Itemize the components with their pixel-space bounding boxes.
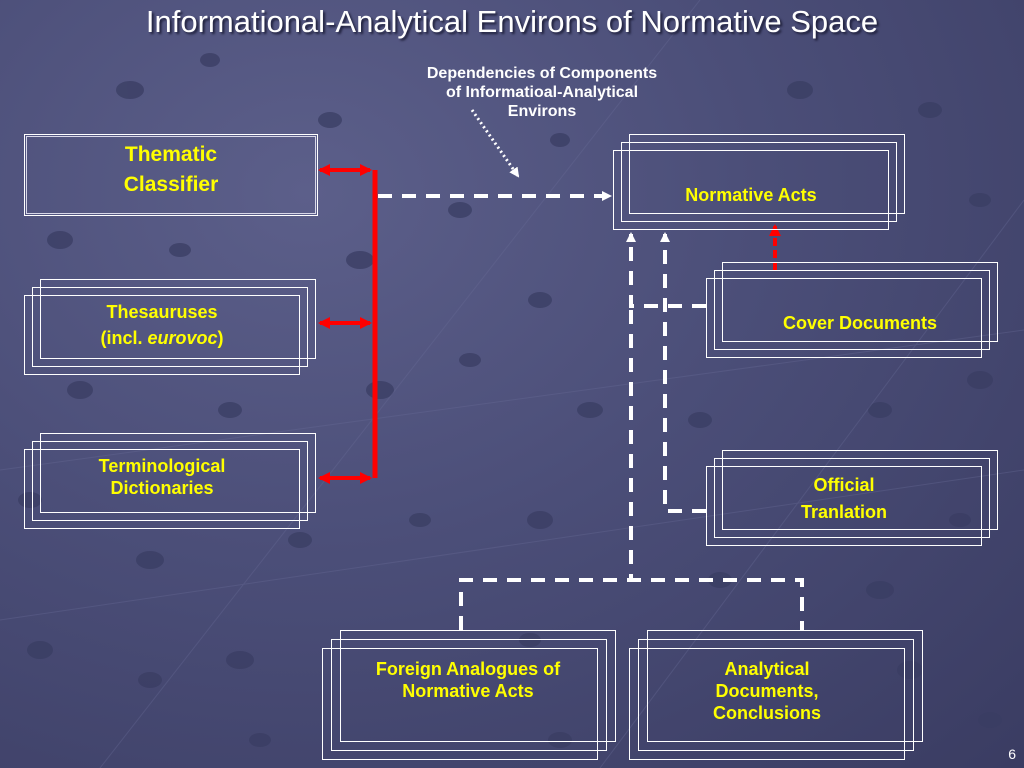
box-frame [24, 134, 318, 216]
box-frame-back [722, 262, 998, 342]
box-frame-inner [26, 136, 316, 214]
thesauruses-line-1: Thesauruses [106, 302, 218, 322]
official-translation-label: Official Tranlation [706, 472, 982, 526]
dependencies-annotation: Dependencies of Components of Informatio… [392, 64, 692, 121]
official-line-1: Official [813, 475, 875, 495]
box-frame-front [629, 648, 905, 760]
box-frame-mid [638, 639, 914, 751]
analytical-line-3: Conclusions [712, 703, 821, 723]
thesauruses-label: Thesauruses (incl. eurovoc) [24, 299, 300, 351]
box-frame-mid [714, 458, 990, 538]
box-frame-mid [32, 287, 308, 367]
normative-acts-box[interactable]: Normative Acts [613, 134, 907, 232]
box-frame-front [706, 278, 982, 358]
thematic-line-1: Thematic [124, 143, 218, 166]
thesauruses-line-2: (incl. eurovoc) [24, 325, 300, 351]
box-frame-back [340, 630, 616, 742]
official-translation-box[interactable]: Official Tranlation [706, 450, 1000, 548]
box-frame-mid [714, 270, 990, 350]
thesauruses-box[interactable]: Thesauruses (incl. eurovoc) [24, 279, 318, 377]
box-frame-front [24, 449, 300, 529]
annotation-line-3: Environs [507, 103, 577, 120]
box-frame-back [40, 433, 316, 513]
thematic-classifier-box[interactable]: Thematic Classifier [24, 134, 318, 216]
thesauruses-line-2-italic: eurovoc [147, 328, 218, 348]
terminological-line-2: Dictionaries [110, 478, 214, 498]
analytical-line-2: Documents, [715, 681, 819, 701]
annotation-line-2: of Informatioal-Analytical [445, 84, 639, 101]
slide-title: Informational-Analytical Environs of Nor… [145, 4, 879, 39]
analytical-documents-label: Analytical Documents, Conclusions [629, 658, 905, 724]
box-frame-mid [621, 142, 897, 222]
page-number: 6 [1008, 746, 1016, 762]
thesauruses-line-2-prefix: (incl. [100, 328, 148, 348]
box-frame-front [24, 295, 300, 375]
foreign-line-2: Normative Acts [402, 681, 534, 701]
cover-documents-label: Cover Documents [782, 313, 938, 333]
box-frame-back [40, 279, 316, 359]
annotation-line-1: Dependencies of Components [426, 65, 658, 82]
annotation-dotted-arrow [470, 109, 520, 178]
normative-acts-label: Normative Acts [685, 185, 817, 205]
lower-bracket-dashed [459, 578, 804, 630]
thesauruses-line-2-suffix: ) [217, 328, 224, 348]
box-frame-front [613, 150, 889, 230]
box-frame-back [722, 450, 998, 530]
box-frame-mid [32, 441, 308, 521]
foreign-analogues-label: Foreign Analogues of Normative Acts [336, 658, 600, 702]
analytical-documents-box[interactable]: Analytical Documents, Conclusions [629, 630, 923, 760]
official-to-normative-dashed [660, 232, 706, 513]
box-frame-back [647, 630, 923, 742]
thematic-line-2: Classifier [123, 173, 219, 196]
terminological-label: Terminological Dictionaries [24, 455, 300, 499]
cover-documents-box[interactable]: Cover Documents [706, 262, 1000, 360]
box-frame-mid [331, 639, 607, 751]
box-frame-front [322, 648, 598, 760]
cover-to-normative-dashed [626, 232, 706, 308]
box-frame-front [706, 466, 982, 546]
box-frame-back [629, 134, 905, 214]
terminological-line-1: Terminological [98, 456, 226, 476]
official-line-2: Tranlation [800, 502, 887, 522]
terminological-dictionaries-box[interactable]: Terminological Dictionaries [24, 433, 318, 531]
thematic-classifier-label: Thematic Classifier [24, 140, 318, 200]
analytical-line-1: Analytical [724, 659, 810, 679]
foreign-line-1: Foreign Analogues of [375, 659, 561, 679]
foreign-analogues-box[interactable]: Foreign Analogues of Normative Acts [322, 630, 616, 760]
